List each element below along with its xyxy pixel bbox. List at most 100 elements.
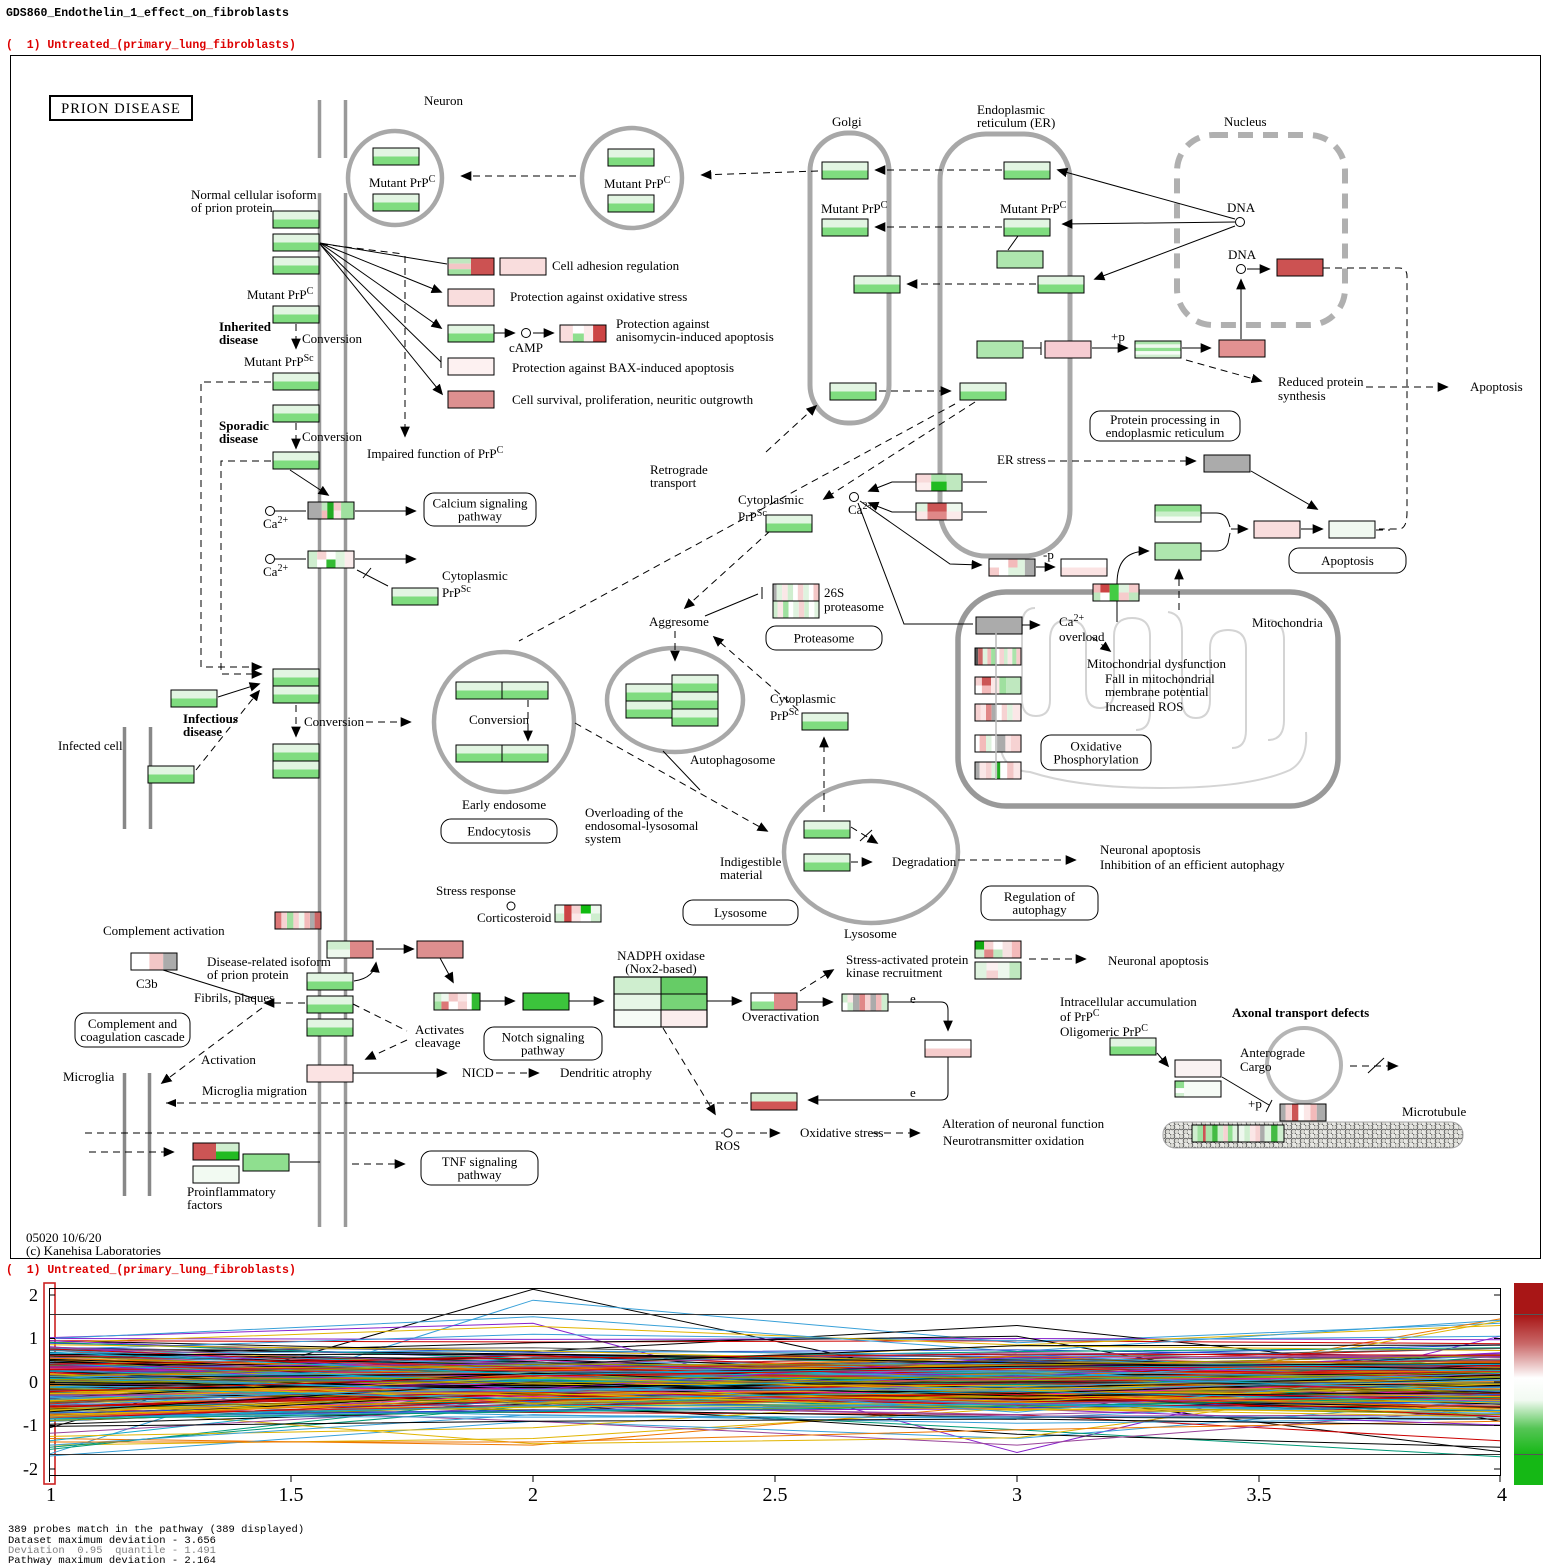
svg-text:membrane potential: membrane potential [1105,684,1209,699]
svg-text:Aggresome: Aggresome [649,614,709,629]
svg-text:transport: transport [650,475,697,490]
svg-text:389 probes match in the pathwa: 389 probes match in the pathway (389 dis… [8,1524,304,1536]
svg-text:Mitochondria: Mitochondria [1252,615,1323,630]
svg-text:cAMP: cAMP [509,340,543,355]
svg-text:pathway: pathway [521,1043,566,1058]
svg-text:Notch signaling: Notch signaling [502,1030,585,1045]
svg-text:Mutant PrPSc: Mutant PrPSc [244,353,314,369]
svg-text:Indigestible: Indigestible [720,854,782,869]
svg-text:DNA: DNA [1228,247,1257,262]
svg-text:Overactivation: Overactivation [742,1009,820,1024]
svg-text:Endocytosis: Endocytosis [467,824,531,839]
svg-text:Cytoplasmic: Cytoplasmic [770,691,836,706]
svg-text:Infected cell: Infected cell [58,738,123,753]
svg-text:Sporadic: Sporadic [219,418,269,433]
svg-text:(c) Kanehisa Laboratories: (c) Kanehisa Laboratories [26,1243,161,1258]
svg-text:Neuronal apoptosis: Neuronal apoptosis [1108,953,1209,968]
svg-text:4: 4 [1497,1484,1507,1506]
svg-text:coagulation cascade: coagulation cascade [80,1029,185,1044]
svg-text:0: 0 [29,1372,38,1392]
svg-text:1: 1 [29,1328,38,1348]
svg-text:Mitochondrial dysfunction: Mitochondrial dysfunction [1087,656,1227,671]
svg-text:Inherited: Inherited [219,319,272,334]
svg-text:system: system [585,831,621,846]
svg-text:Protein processing in: Protein processing in [1110,412,1220,427]
svg-text:Calcium signaling: Calcium signaling [433,496,528,511]
svg-text:Early endosome: Early endosome [462,797,546,812]
svg-text:Conversion: Conversion [469,712,529,727]
svg-text:PrPSc: PrPSc [738,508,767,524]
svg-text:( 1) Untreated_(primary_lung_: ( 1) Untreated_(primary_lung_fibroblasts… [6,39,296,52]
svg-text:Fibrils, plaques: Fibrils, plaques [194,990,274,1005]
svg-text:Mutant PrPC: Mutant PrPC [604,175,671,191]
svg-text:Oxidative stress: Oxidative stress [800,1125,883,1140]
svg-text:C3b: C3b [136,976,158,991]
svg-text:e: e [910,1085,916,1100]
svg-text:DNA: DNA [1227,200,1256,215]
svg-text:proteasome: proteasome [824,599,884,614]
svg-text:Cargo: Cargo [1240,1059,1272,1074]
svg-text:Pathway maximum deviation - 2.: Pathway maximum deviation - 2.164 [8,1555,216,1567]
svg-text:Neurotransmitter oxidation: Neurotransmitter oxidation [943,1133,1085,1148]
svg-text:disease: disease [219,431,258,446]
svg-text:Phosphorylation: Phosphorylation [1053,752,1139,767]
svg-text:Protection against BAX-induced: Protection against BAX-induced apoptosis [512,360,734,375]
svg-text:overload: overload [1059,629,1105,644]
svg-text:Regulation of: Regulation of [1004,889,1076,904]
svg-text:GDS860_Endothelin_1_effect_on_: GDS860_Endothelin_1_effect_on_fibroblast… [6,7,289,20]
svg-text:endoplasmic reticulum: endoplasmic reticulum [1106,425,1225,440]
svg-text:autophagy: autophagy [1012,902,1067,917]
svg-text:PrPSc: PrPSc [770,707,799,723]
svg-text:Apoptosis: Apoptosis [1470,379,1523,394]
svg-text:Inhibition of an efficient aut: Inhibition of an efficient autophagy [1100,857,1285,872]
svg-text:cleavage: cleavage [415,1035,461,1050]
svg-text:1.5: 1.5 [279,1484,304,1506]
svg-text:pathway: pathway [457,1167,502,1182]
svg-text:Apoptosis: Apoptosis [1321,553,1374,568]
svg-text:Dataset maximum deviation - 3.: Dataset maximum deviation - 3.656 [8,1535,216,1547]
svg-text:Cytoplasmic: Cytoplasmic [738,492,804,507]
svg-text:Microglia migration: Microglia migration [202,1083,308,1098]
svg-text:Microglia: Microglia [63,1069,114,1084]
svg-text:material: material [720,867,763,882]
svg-text:Conversion: Conversion [304,714,364,729]
svg-text:-1: -1 [23,1415,38,1435]
svg-text:Stress-activated protein: Stress-activated protein [846,952,969,967]
svg-text:of prion protein: of prion protein [207,967,289,982]
svg-text:Neuron: Neuron [424,93,463,108]
svg-text:Stress response: Stress response [436,883,516,898]
svg-text:Alteration of neuronal functio: Alteration of neuronal function [942,1116,1105,1131]
svg-text:disease: disease [183,724,222,739]
svg-text:Protection against oxidative s: Protection against oxidative stress [510,289,687,304]
svg-text:Reduced protein: Reduced protein [1278,374,1364,389]
svg-text:Deviation 0.95 quantile - 1.: Deviation 0.95 quantile - 1.491 [8,1545,216,1557]
svg-text:PrPSc: PrPSc [442,584,471,600]
svg-text:synthesis: synthesis [1278,388,1326,403]
svg-text:endosomal-lysosomal: endosomal-lysosomal [585,818,699,833]
svg-text:Ca2+: Ca2+ [263,515,288,531]
svg-text:Mutant PrPC: Mutant PrPC [369,174,436,190]
svg-text:Proteasome: Proteasome [794,631,855,646]
svg-text:reticulum (ER): reticulum (ER) [977,115,1055,130]
svg-text:disease: disease [219,332,258,347]
svg-text:Autophagosome: Autophagosome [690,752,775,767]
svg-text:05020 10/6/20: 05020 10/6/20 [26,1230,101,1245]
svg-text:2: 2 [528,1484,538,1506]
svg-text:Lysosome: Lysosome [714,905,767,920]
svg-text:Impaired function of PrPC: Impaired function of PrPC [367,445,504,461]
svg-text:PRION DISEASE: PRION DISEASE [61,101,181,117]
svg-text:Mutant PrPC: Mutant PrPC [247,286,314,302]
svg-text:Oxidative: Oxidative [1070,739,1121,754]
svg-text:-p: -p [1043,547,1054,562]
svg-text:Ca2+: Ca2+ [848,501,873,517]
svg-text:Degradation: Degradation [892,854,957,869]
svg-text:1: 1 [46,1484,56,1506]
svg-text:Complement activation: Complement activation [103,923,225,938]
svg-text:Anterograde: Anterograde [1240,1045,1305,1060]
svg-text:Endoplasmic: Endoplasmic [977,102,1045,117]
svg-text:anisomycin-induced apoptosis: anisomycin-induced apoptosis [616,329,774,344]
svg-text:Complement and: Complement and [88,1016,178,1031]
svg-text:Golgi: Golgi [832,114,862,129]
svg-text:kinase recruitment: kinase recruitment [846,965,943,980]
svg-text:of prion protein: of prion protein [191,200,273,215]
